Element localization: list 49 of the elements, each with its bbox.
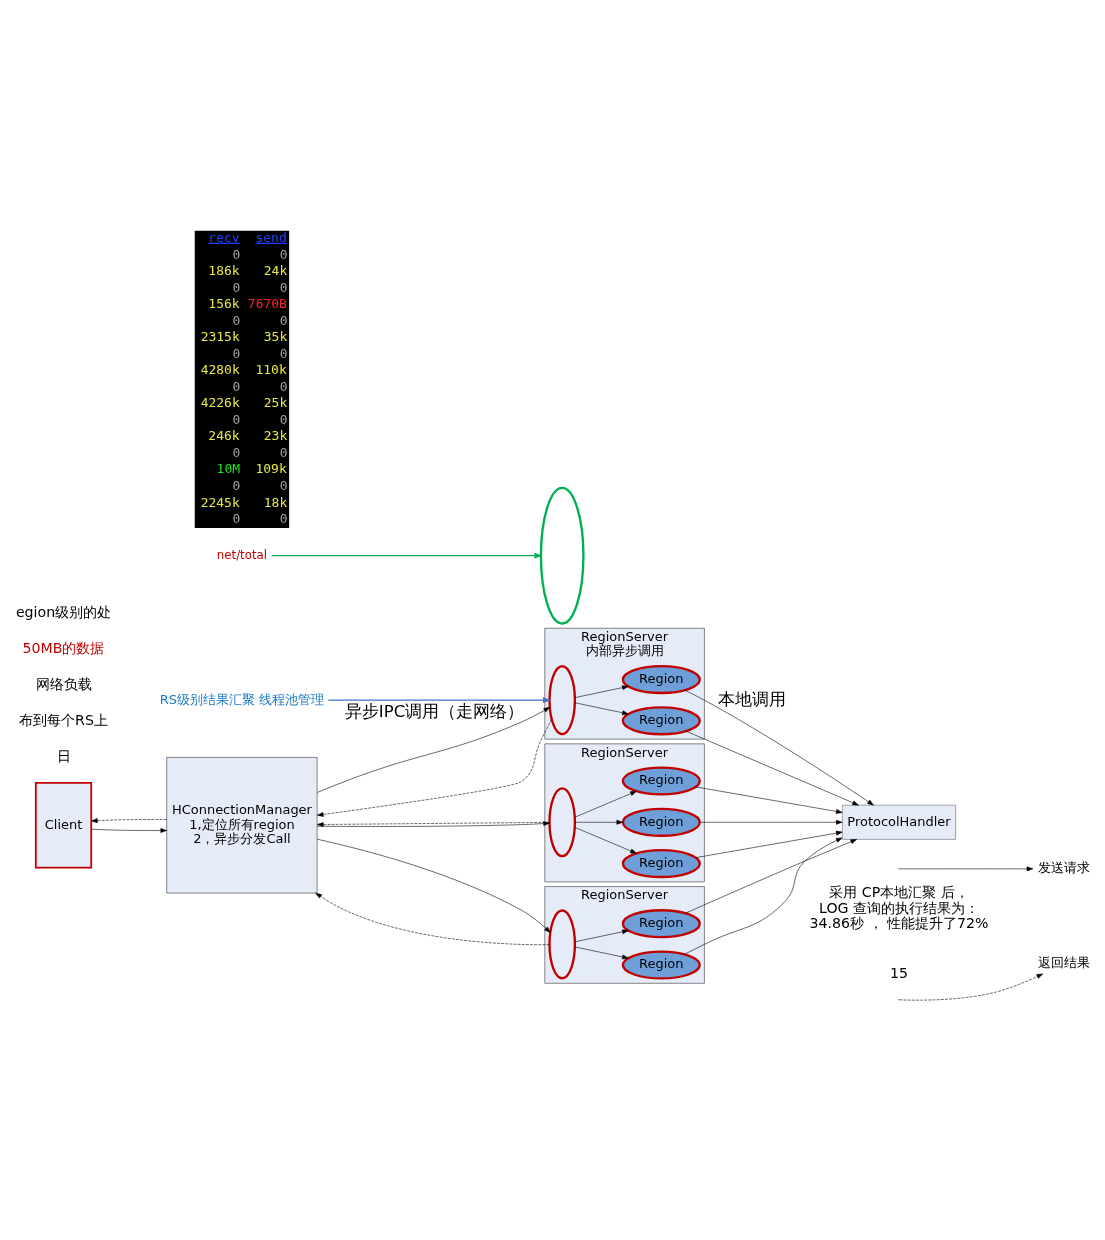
label: 0 [232,444,241,460]
label: 0 [232,477,241,493]
node-text: net/total [216,547,268,562]
label: 10M [216,461,241,477]
label: 4226k [200,395,240,411]
label: 0 [279,477,288,493]
label: 4280k [200,362,240,378]
label: recv [208,229,240,245]
label: 0 [232,345,241,361]
label: 0 [279,378,288,394]
label: 0 [279,444,288,460]
node-text: RS级别结果汇聚 线程池管理 [159,691,325,707]
label: 0 [232,279,241,295]
label: 0 [232,378,241,394]
edge-label: 异步IPC调用（走网络） [344,701,525,721]
legend-label: 发送请求 [1037,860,1090,876]
edge-label: 本地调用 [718,689,787,709]
label: 0 [232,411,241,427]
label: 0 [279,345,288,361]
label: 2315k [200,329,240,345]
legend-label: 返回结果 [1037,954,1090,970]
label: 23k [263,428,288,444]
label: 246k [208,428,240,444]
label: 186k [208,263,240,279]
label: 0 [279,411,288,427]
label: 0 [232,511,241,527]
label: 110k [255,362,287,378]
label: 7670B [247,296,287,312]
label: 35k [263,329,288,345]
label: 采用 CP本地汇聚 后，LOG 查询的执行结果为：34.86秒 ， 性能提升了72% [809,884,989,931]
label: 日 [56,748,71,765]
label: egion级别的处 [15,604,112,621]
label: 2245k [200,494,240,510]
label: 0 [232,312,241,328]
label: 0 [232,246,241,262]
label: 15 [890,965,909,982]
label: 0 [279,511,288,527]
label: 布到每个RS上 [19,712,108,729]
label: 网络负载 [35,676,92,693]
label: 25k [263,395,288,411]
label: 0 [279,279,288,295]
label: 18k [263,494,288,510]
label: 0 [279,246,288,262]
label: 109k [255,461,287,477]
label: send [255,229,287,245]
label: 24k [263,263,288,279]
label: 0 [279,312,288,328]
label: 156k [208,296,240,312]
label: 50MB的数据 [22,640,105,657]
